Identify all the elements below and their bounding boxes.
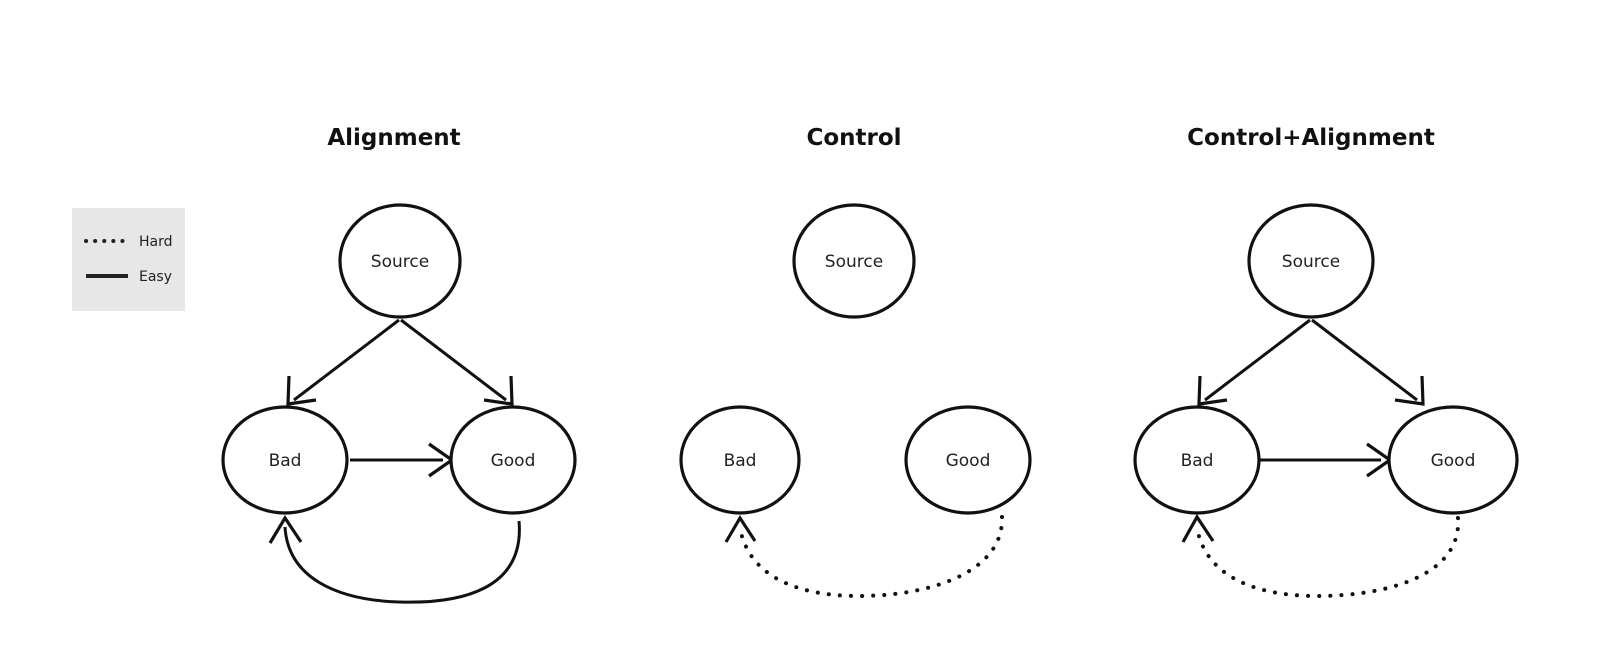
legend-entry-easy: Easy: [86, 269, 172, 285]
legend-background: [72, 208, 185, 311]
edge-source-good: [1311, 318, 1425, 406]
legend-entry-hard: Hard: [84, 234, 173, 250]
edge-line-good-bad: [738, 515, 1005, 599]
node-label-source: Source: [825, 252, 883, 272]
edge-bad-good: [350, 442, 455, 478]
node-circle-bad[interactable]: [221, 405, 349, 515]
edge-line-good-bad: [283, 520, 521, 604]
edge-line-source-good: [1311, 318, 1418, 402]
node-circle-bad[interactable]: [679, 405, 801, 515]
node-circle-good[interactable]: [1387, 405, 1519, 515]
panel-control: Control Source Bad Good: [679, 125, 1032, 599]
arrowhead-good-bad-icon: [1181, 513, 1215, 543]
legend-label-easy: Easy: [139, 269, 172, 285]
node-circle-good[interactable]: [449, 405, 577, 515]
node-circle-source[interactable]: [338, 203, 462, 319]
panel-title-control-alignment: Control+Alignment: [1187, 125, 1435, 151]
node-label-source: Source: [371, 252, 429, 272]
node-label-bad: Bad: [1181, 451, 1214, 471]
edge-source-bad: [286, 318, 400, 406]
node-label-good: Good: [946, 451, 991, 471]
node-circle-bad[interactable]: [1133, 405, 1261, 515]
node-label-bad: Bad: [269, 451, 302, 471]
arrowhead-source-good-icon: [483, 375, 514, 406]
legend-label-hard: Hard: [139, 234, 173, 250]
node-label-bad: Bad: [724, 451, 757, 471]
node-good[interactable]: Good: [449, 405, 577, 515]
panel-control-alignment: Control+Alignment: [1133, 125, 1519, 599]
edge-bad-good: [1259, 442, 1393, 478]
edge-line-source-bad: [1204, 318, 1311, 402]
panel-alignment: Alignment: [221, 125, 577, 604]
edge-source-bad: [1197, 318, 1311, 406]
edge-line-source-bad: [293, 318, 400, 402]
nodes-alignment: Source Bad Good: [221, 203, 577, 515]
panel-title-alignment: Alignment: [327, 125, 460, 151]
node-circle-good[interactable]: [904, 405, 1032, 515]
node-good[interactable]: Good: [1387, 405, 1519, 515]
edge-good-bad: [268, 515, 521, 604]
node-good[interactable]: Good: [904, 405, 1032, 515]
nodes-control: Source Bad Good: [679, 203, 1032, 515]
node-bad[interactable]: Bad: [221, 405, 349, 515]
edge-source-good: [400, 318, 514, 406]
node-source[interactable]: Source: [338, 203, 462, 319]
node-label-good: Good: [491, 451, 536, 471]
edge-line-good-bad: [1195, 516, 1461, 599]
node-bad[interactable]: Bad: [679, 405, 801, 515]
edges-control: [724, 514, 1005, 599]
arrowhead-source-bad-icon: [286, 375, 317, 406]
edges-control-alignment: [1181, 318, 1461, 599]
node-source[interactable]: Source: [792, 203, 916, 319]
node-label-source: Source: [1282, 252, 1340, 272]
node-circle-source[interactable]: [1247, 203, 1375, 319]
arrowhead-good-bad-icon: [268, 515, 303, 544]
arrowhead-source-good-icon: [1394, 375, 1425, 406]
edge-good-bad: [1181, 513, 1461, 599]
node-source[interactable]: Source: [1247, 203, 1375, 319]
panel-title-control: Control: [806, 125, 901, 151]
nodes-control-alignment: Source Bad Good: [1133, 203, 1519, 515]
arrowhead-source-bad-icon: [1197, 375, 1228, 406]
node-circle-source[interactable]: [792, 203, 916, 319]
edge-line-source-good: [400, 318, 507, 402]
node-label-good: Good: [1431, 451, 1476, 471]
legend: Hard Easy: [72, 208, 185, 311]
arrowhead-good-bad-icon: [724, 514, 757, 543]
edge-good-bad: [724, 514, 1005, 599]
node-bad[interactable]: Bad: [1133, 405, 1261, 515]
